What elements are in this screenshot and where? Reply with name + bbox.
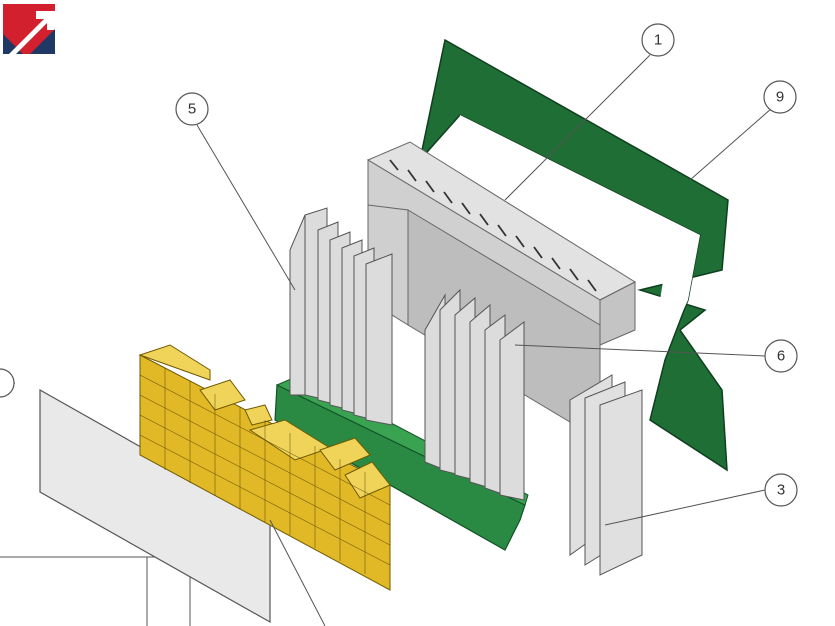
yellow-storage-blocks <box>138 344 391 591</box>
green-frame-part <box>418 38 729 472</box>
callout-3: 3 <box>764 473 798 507</box>
callout-3-label: 3 <box>777 482 785 499</box>
arrow-flag-logo <box>3 4 55 54</box>
callout-1: 1 <box>641 23 675 57</box>
callout-partial-left <box>0 368 15 398</box>
callout-1-label: 1 <box>654 32 662 49</box>
loose-panels <box>569 374 643 576</box>
callout-6-label: 6 <box>777 348 785 365</box>
callout-9-label: 9 <box>776 89 784 106</box>
callout-6: 6 <box>764 339 798 373</box>
divider-set-left <box>289 207 393 426</box>
divider-set-right <box>424 288 525 501</box>
callout-5: 5 <box>175 92 209 126</box>
leader-lines <box>0 54 773 626</box>
callout-9: 9 <box>763 80 797 114</box>
drawing-frame-lines <box>0 556 191 626</box>
callout-5-label: 5 <box>188 101 196 118</box>
